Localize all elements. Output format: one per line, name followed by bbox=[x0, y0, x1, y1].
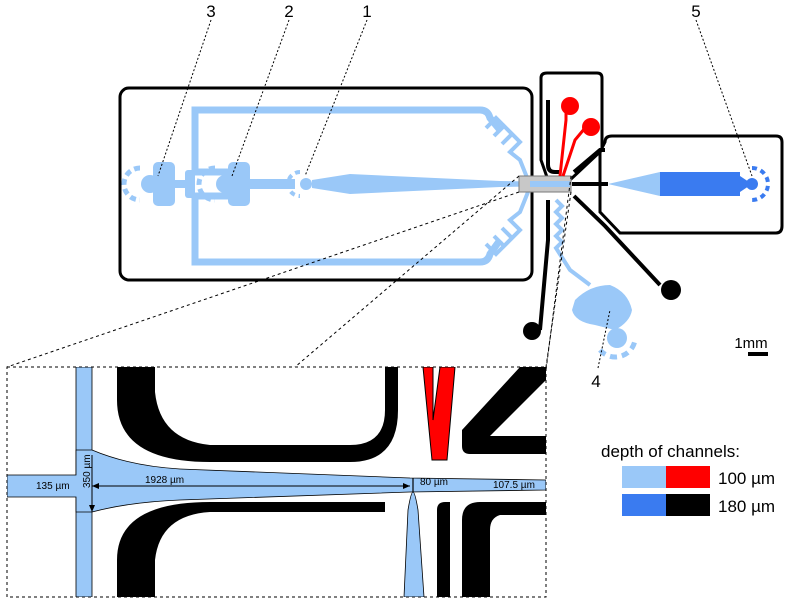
callout-label-3: 3 bbox=[206, 2, 215, 21]
red-channels bbox=[558, 97, 600, 177]
black-channel-outlet-strip bbox=[572, 182, 608, 186]
black-port-bottom-left bbox=[523, 322, 541, 340]
scale-bar-line bbox=[748, 352, 768, 356]
outlet-4 bbox=[553, 198, 638, 360]
dim-label-taper: 1928 µm bbox=[145, 475, 184, 486]
leader-3 bbox=[157, 19, 212, 177]
scale-bar-label: 1mm bbox=[734, 335, 767, 352]
inset-red-channel bbox=[422, 367, 456, 461]
leader-4 bbox=[597, 309, 611, 369]
legend-swatch-red bbox=[666, 466, 710, 488]
legend-swatch-dark-blue bbox=[622, 494, 666, 516]
legend-value-180: 180 µm bbox=[718, 497, 775, 516]
black-port-bottom-right bbox=[661, 280, 681, 300]
serpentine-upper bbox=[484, 115, 530, 181]
dim-label-outlet: 107.5 µm bbox=[493, 480, 535, 491]
legend-swatch-black bbox=[666, 494, 710, 516]
bypass-loop-channel bbox=[191, 106, 503, 176]
inset-black-upper-right bbox=[462, 367, 546, 454]
inset-frame bbox=[6, 366, 547, 598]
leader-1 bbox=[304, 19, 368, 177]
callouts: 1 2 3 4 5 bbox=[157, 2, 753, 391]
inset-black-lower-middle bbox=[437, 502, 450, 597]
leader-5 bbox=[695, 19, 753, 177]
black-channel-lower-left bbox=[538, 200, 550, 331]
inset-black-lower-right bbox=[462, 502, 546, 597]
scale-bar: 1mm bbox=[734, 335, 768, 356]
inlet-1 bbox=[286, 170, 560, 198]
leader-2 bbox=[231, 19, 290, 177]
inset-black-upper-left bbox=[117, 367, 398, 462]
bypass-loop-channel-lower bbox=[191, 192, 503, 266]
dim-label-inlet: 135 µm bbox=[36, 481, 70, 492]
serpentine-lower bbox=[484, 191, 530, 257]
inset-blue-lower-cone bbox=[403, 491, 425, 597]
inlet-3 bbox=[121, 162, 195, 206]
right-outlet-frame bbox=[598, 134, 784, 235]
legend-value-100: 100 µm bbox=[718, 469, 775, 488]
inset-black-lower-left bbox=[117, 502, 385, 597]
zoom-projection-lines bbox=[6, 175, 572, 371]
legend-title: depth of channels: bbox=[601, 442, 740, 461]
dim-label-constriction: 80 µm bbox=[420, 477, 448, 488]
dim-label-350: 350 µm bbox=[82, 454, 93, 488]
outlet-5 bbox=[608, 166, 770, 202]
callout-label-4: 4 bbox=[591, 372, 600, 391]
black-channel-right-lower bbox=[572, 194, 662, 287]
black-channel-upper-left bbox=[546, 100, 560, 174]
zoom-inset: 135 µm 350 µm 1928 µm 80 µm 107.5 µm bbox=[6, 366, 547, 598]
callout-label-2: 2 bbox=[284, 2, 293, 21]
depth-legend: depth of channels: 100 µm 180 µm bbox=[601, 442, 775, 516]
inset-blue-main-channel bbox=[7, 449, 546, 513]
legend-swatch-light-blue bbox=[622, 466, 666, 488]
top-junction-frame bbox=[539, 71, 604, 182]
callout-label-5: 5 bbox=[691, 2, 700, 21]
main-chip bbox=[118, 71, 784, 360]
callout-label-1: 1 bbox=[362, 2, 371, 21]
inlet-2 bbox=[196, 162, 295, 206]
black-channel-right-upper bbox=[572, 148, 605, 174]
